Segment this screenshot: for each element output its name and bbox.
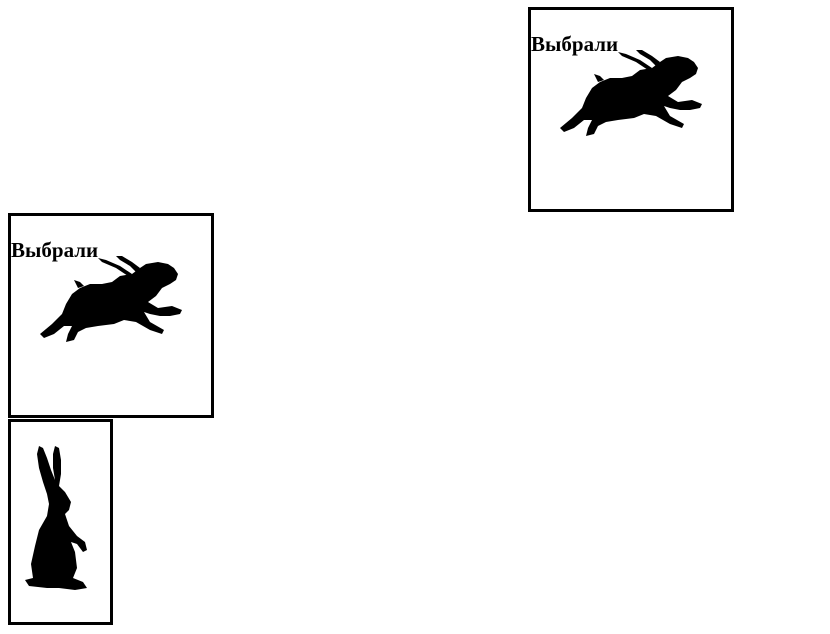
rabbit-card-3[interactable] <box>8 419 113 625</box>
running-rabbit-icon <box>40 256 182 342</box>
running-rabbit-icon <box>560 50 702 136</box>
rabbit-card-1[interactable]: Выбрали <box>528 7 734 212</box>
selected-label: Выбрали <box>11 238 99 262</box>
sitting-rabbit-icon <box>25 446 87 590</box>
selected-label: Выбрали <box>531 32 619 56</box>
rabbit-card-2[interactable]: Выбрали <box>8 213 214 418</box>
